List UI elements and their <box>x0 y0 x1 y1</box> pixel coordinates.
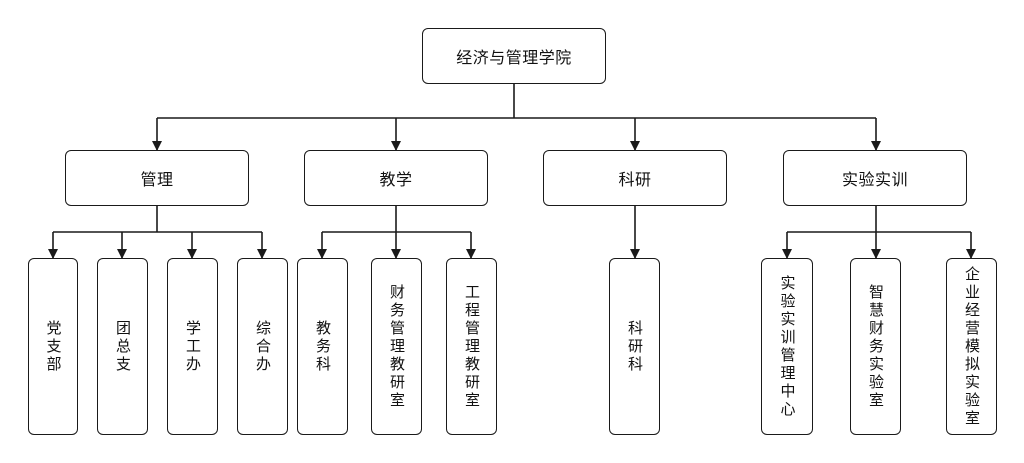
department-label: 教学 <box>379 170 413 189</box>
unit-label: 实验实训管理中心 <box>778 274 797 419</box>
unit-label: 工程管理教研室 <box>463 283 481 410</box>
department-node-teaching: 教学 <box>304 150 488 206</box>
unit-node: 智慧财务实验室 <box>850 258 901 435</box>
department-label: 科研 <box>618 170 652 189</box>
department-label: 实验实训 <box>841 170 908 189</box>
unit-label: 团总支 <box>114 319 132 374</box>
department-node-management: 管理 <box>65 150 249 206</box>
unit-node: 科研科 <box>609 258 660 435</box>
unit-node: 综合办 <box>237 258 288 435</box>
root-node-label: 经济与管理学院 <box>456 48 572 67</box>
department-node-research: 科研 <box>543 150 727 206</box>
unit-label: 综合办 <box>254 319 272 374</box>
root-node: 经济与管理学院 <box>422 28 606 84</box>
unit-label: 科研科 <box>626 319 644 374</box>
unit-label: 企业经营模拟实验室 <box>963 265 981 428</box>
department-label: 管理 <box>140 170 174 189</box>
unit-label: 财务管理教研室 <box>388 283 406 410</box>
unit-node: 实验实训管理中心 <box>761 258 813 435</box>
unit-node: 企业经营模拟实验室 <box>946 258 997 435</box>
unit-label: 学工办 <box>184 319 202 374</box>
unit-node: 教务科 <box>297 258 348 435</box>
department-node-training: 实验实训 <box>783 150 967 206</box>
unit-node: 团总支 <box>97 258 148 435</box>
unit-label: 智慧财务实验室 <box>867 283 885 410</box>
unit-node: 学工办 <box>167 258 218 435</box>
unit-label: 教务科 <box>314 319 332 374</box>
unit-node: 党支部 <box>28 258 78 435</box>
unit-label: 党支部 <box>44 319 63 374</box>
unit-node: 工程管理教研室 <box>446 258 497 435</box>
unit-node: 财务管理教研室 <box>371 258 422 435</box>
